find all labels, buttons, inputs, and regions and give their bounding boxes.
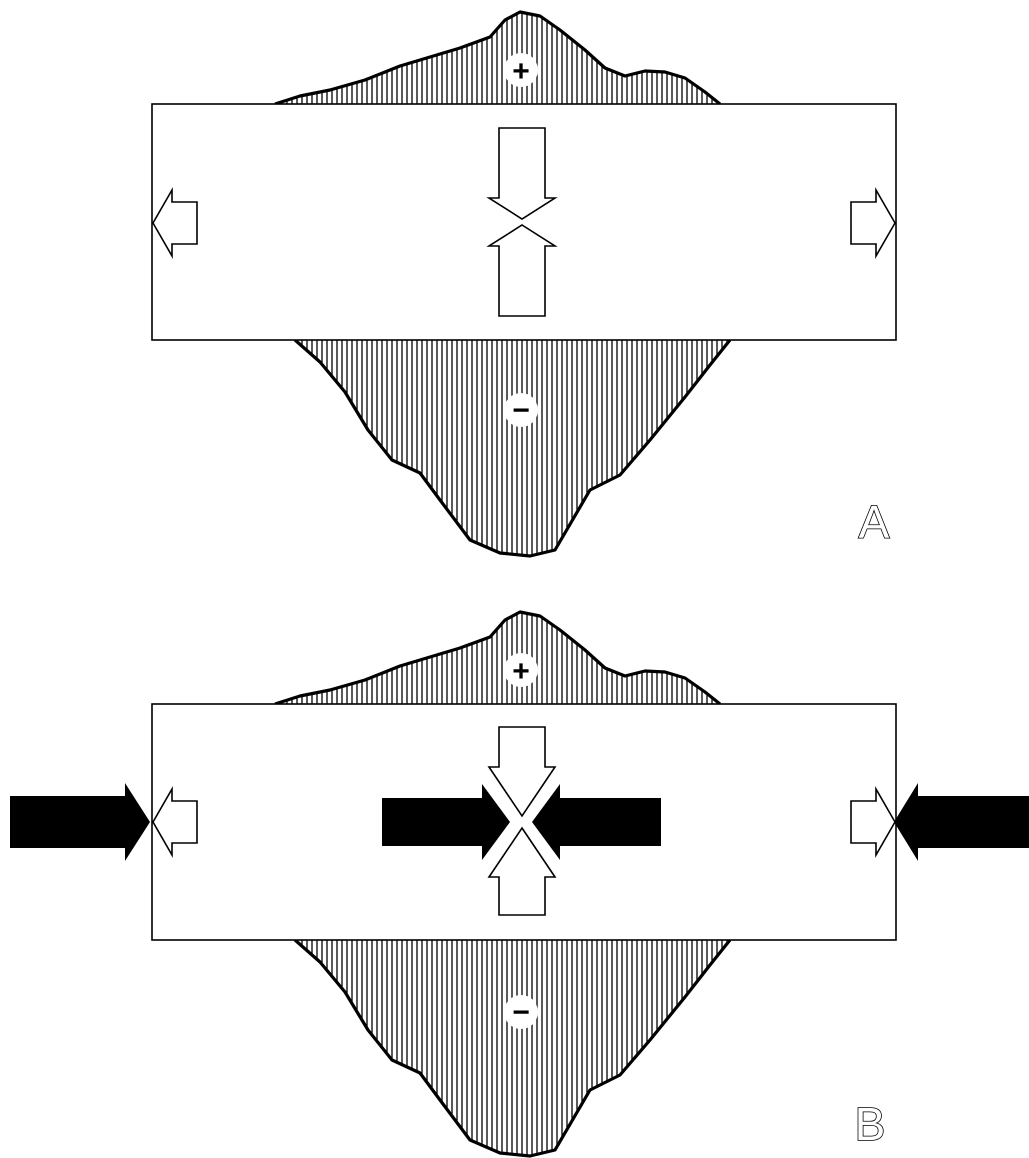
plus-sign-circle — [504, 653, 538, 687]
tension-lobe-outline — [274, 10, 721, 106]
center-up-arrow — [487, 826, 557, 916]
compression-lobe: − — [293, 338, 732, 558]
compression-lobe-fill — [295, 340, 730, 556]
center-left-load-arrow — [382, 784, 510, 860]
external-left-load-arrow — [10, 783, 150, 861]
center-right-load-arrow — [532, 784, 661, 860]
compression-lobe-fill — [295, 940, 730, 1156]
tension-lobe: + — [274, 610, 721, 706]
minus-sign: − — [512, 394, 530, 427]
tension-lobe-fill — [275, 12, 720, 104]
compression-lobe-outline — [293, 338, 732, 558]
left-edge-arrow — [152, 187, 198, 259]
center-down-arrow — [487, 726, 557, 818]
tension-lobe-outline — [274, 610, 721, 706]
plus-sign: + — [512, 55, 530, 88]
tension-lobe: + — [274, 10, 721, 106]
left-edge-arrow — [152, 786, 198, 858]
center-down-arrow — [486, 127, 558, 220]
right-edge-arrow — [850, 187, 896, 259]
panel-label-a: A — [859, 496, 890, 548]
minus-sign: − — [512, 996, 530, 1029]
panel-b: + − B — [10, 610, 1029, 1158]
compression-lobe-outline — [293, 938, 732, 1158]
right-edge-arrow — [850, 786, 896, 858]
minus-sign-circle — [504, 995, 538, 1029]
tension-lobe-fill — [275, 612, 720, 704]
center-up-arrow — [486, 224, 558, 317]
panel-label-b: B — [855, 1098, 886, 1150]
plus-sign-circle — [504, 53, 538, 87]
minus-sign-circle — [504, 393, 538, 427]
compression-lobe: − — [293, 938, 732, 1158]
panel-a: + − A — [151, 10, 897, 558]
external-right-load-arrow — [894, 783, 1029, 861]
plus-sign: + — [512, 655, 530, 688]
